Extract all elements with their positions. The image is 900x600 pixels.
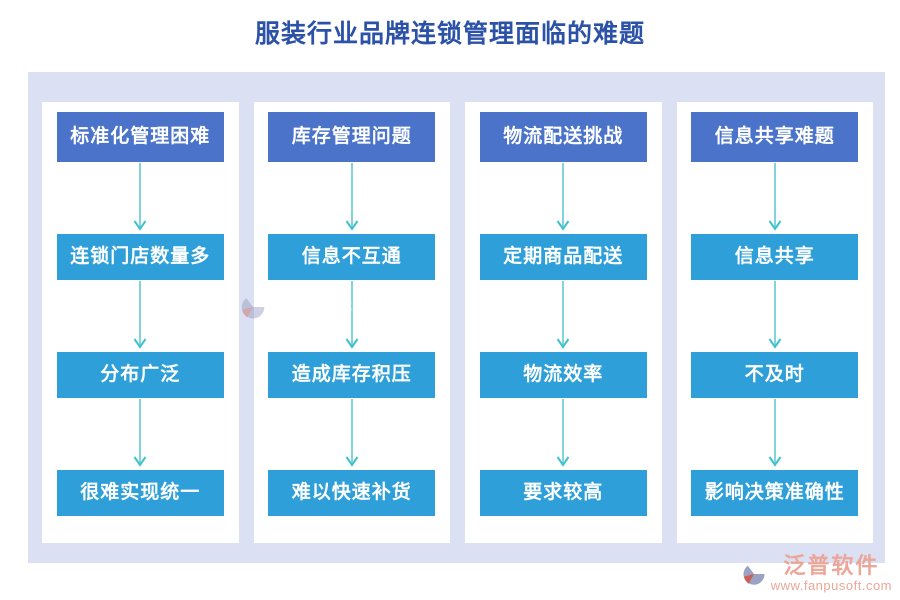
brand-watermark-text: 泛普软件 www.fanpusoft.com <box>770 553 892 593</box>
brand-url: www.fanpusoft.com <box>770 578 892 593</box>
fanpu-logo-icon <box>743 565 765 585</box>
column-header-box: 库存管理问题 <box>268 112 436 162</box>
column-logistics: 物流配送挑战 定期商品配送 物流效率 要求较高 <box>465 102 662 543</box>
down-arrow-icon <box>133 399 147 467</box>
down-arrow-icon <box>345 281 359 349</box>
column-header-box: 信息共享难题 <box>691 112 859 162</box>
column-inventory: 库存管理问题 信息不互通 造成库存积压 难以快速补货 <box>253 102 450 543</box>
column-header-box: 标准化管理困难 <box>56 112 224 162</box>
page-title: 服装行业品牌连锁管理面临的难题 <box>254 20 645 48</box>
column-standardization: 标准化管理困难 连锁门店数量多 分布广泛 很难实现统一 <box>42 102 239 543</box>
brand-name: 泛普软件 <box>783 553 880 578</box>
step-box: 很难实现统一 <box>56 470 224 516</box>
down-arrow-icon <box>768 399 782 467</box>
step-box: 分布广泛 <box>56 352 224 398</box>
step-box: 不及时 <box>691 352 859 398</box>
step-box: 造成库存积压 <box>268 352 436 398</box>
down-arrow-icon <box>768 163 782 231</box>
down-arrow-icon <box>345 399 359 467</box>
down-arrow-icon <box>345 163 359 231</box>
step-box: 影响决策准确性 <box>691 470 859 516</box>
down-arrow-icon <box>556 281 570 349</box>
down-arrow-icon <box>133 163 147 231</box>
down-arrow-icon <box>133 281 147 349</box>
down-arrow-icon <box>556 399 570 467</box>
step-box: 要求较高 <box>479 470 647 516</box>
step-box: 物流效率 <box>479 352 647 398</box>
down-arrow-icon <box>556 163 570 231</box>
step-box: 难以快速补货 <box>268 470 436 516</box>
step-box: 信息共享 <box>691 234 859 280</box>
step-box: 连锁门店数量多 <box>56 234 224 280</box>
step-box: 信息不互通 <box>268 234 436 280</box>
down-arrow-icon <box>768 281 782 349</box>
column-info-sharing: 信息共享难题 信息共享 不及时 影响决策准确性 <box>676 102 873 543</box>
column-header-box: 物流配送挑战 <box>479 112 647 162</box>
step-box: 定期商品配送 <box>479 234 647 280</box>
diagram-board: 标准化管理困难 连锁门店数量多 分布广泛 很难实现统一 库存管理问题 信息不互通… <box>28 72 885 563</box>
brand-watermark: 泛普软件 www.fanpusoft.com <box>740 555 892 592</box>
